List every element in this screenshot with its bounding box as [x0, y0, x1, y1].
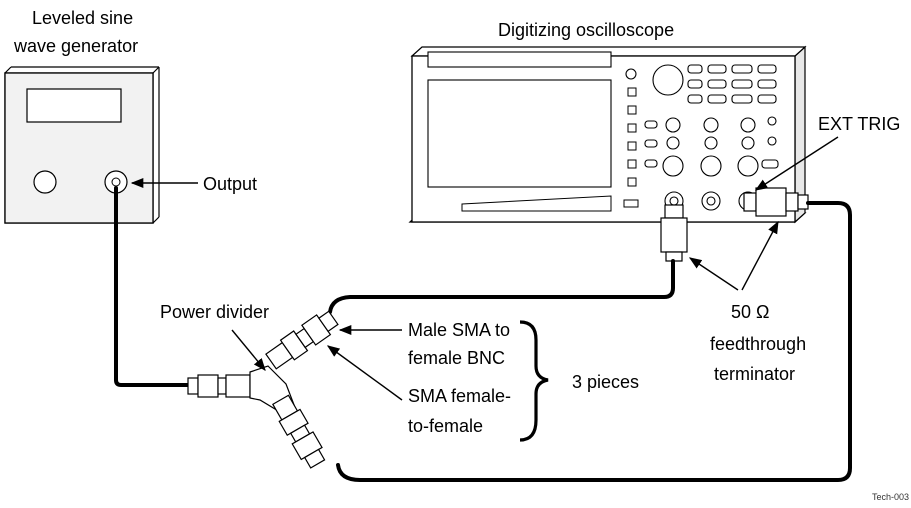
- adapters-count-label: 3 pieces: [572, 372, 639, 392]
- generator-knob: [33, 170, 57, 194]
- power-divider-assembly: [187, 310, 339, 469]
- generator-display: [26, 88, 122, 123]
- oscilloscope-title: Digitizing oscilloscope: [498, 20, 674, 40]
- scope-side-buttons: [623, 87, 639, 208]
- sma-ff-arrow: [326, 345, 403, 401]
- sma-ff-label-line1: SMA female-: [408, 386, 511, 406]
- terminator-label-line1: 50 Ω: [731, 302, 769, 322]
- terminator-label-line2: feedthrough: [710, 334, 806, 354]
- generator-title-line1: Leveled sine: [32, 8, 133, 28]
- power-divider-arrow: [231, 329, 266, 371]
- ext-trig-label: EXT TRIG: [818, 114, 900, 134]
- terminator-arrow-ch1: [688, 257, 739, 291]
- cable-divider-to-ext-trig: [336, 201, 852, 482]
- adapters-brace: [519, 320, 549, 442]
- terminator-arrow-ext: [741, 220, 779, 291]
- cable-divider-to-ch1: [328, 259, 675, 314]
- scope-controls: [625, 64, 779, 177]
- ext-trig-feedthrough-terminator: [743, 187, 809, 217]
- ch1-feedthrough-terminator: [660, 204, 688, 262]
- output-label: Output: [203, 174, 257, 194]
- sma-bnc-label-line1: Male SMA to: [408, 320, 510, 340]
- terminator-label-line3: terminator: [714, 364, 795, 384]
- sma-bnc-label-line2: female BNC: [408, 348, 505, 368]
- generator-title-line2: wave generator: [13, 36, 138, 56]
- sma-ff-label-line2: to-female: [408, 416, 483, 436]
- figure-id: Tech-003: [872, 492, 909, 502]
- scope-top-bar: [427, 51, 612, 68]
- scope-screen: [427, 79, 612, 188]
- scope-bottom-slot: [461, 195, 612, 212]
- ext-trig-arrow: [754, 136, 839, 191]
- coax-cables: [114, 186, 852, 482]
- sine-wave-generator: [4, 66, 160, 224]
- cable-generator-to-divider: [114, 186, 190, 387]
- power-divider-label: Power divider: [160, 302, 269, 322]
